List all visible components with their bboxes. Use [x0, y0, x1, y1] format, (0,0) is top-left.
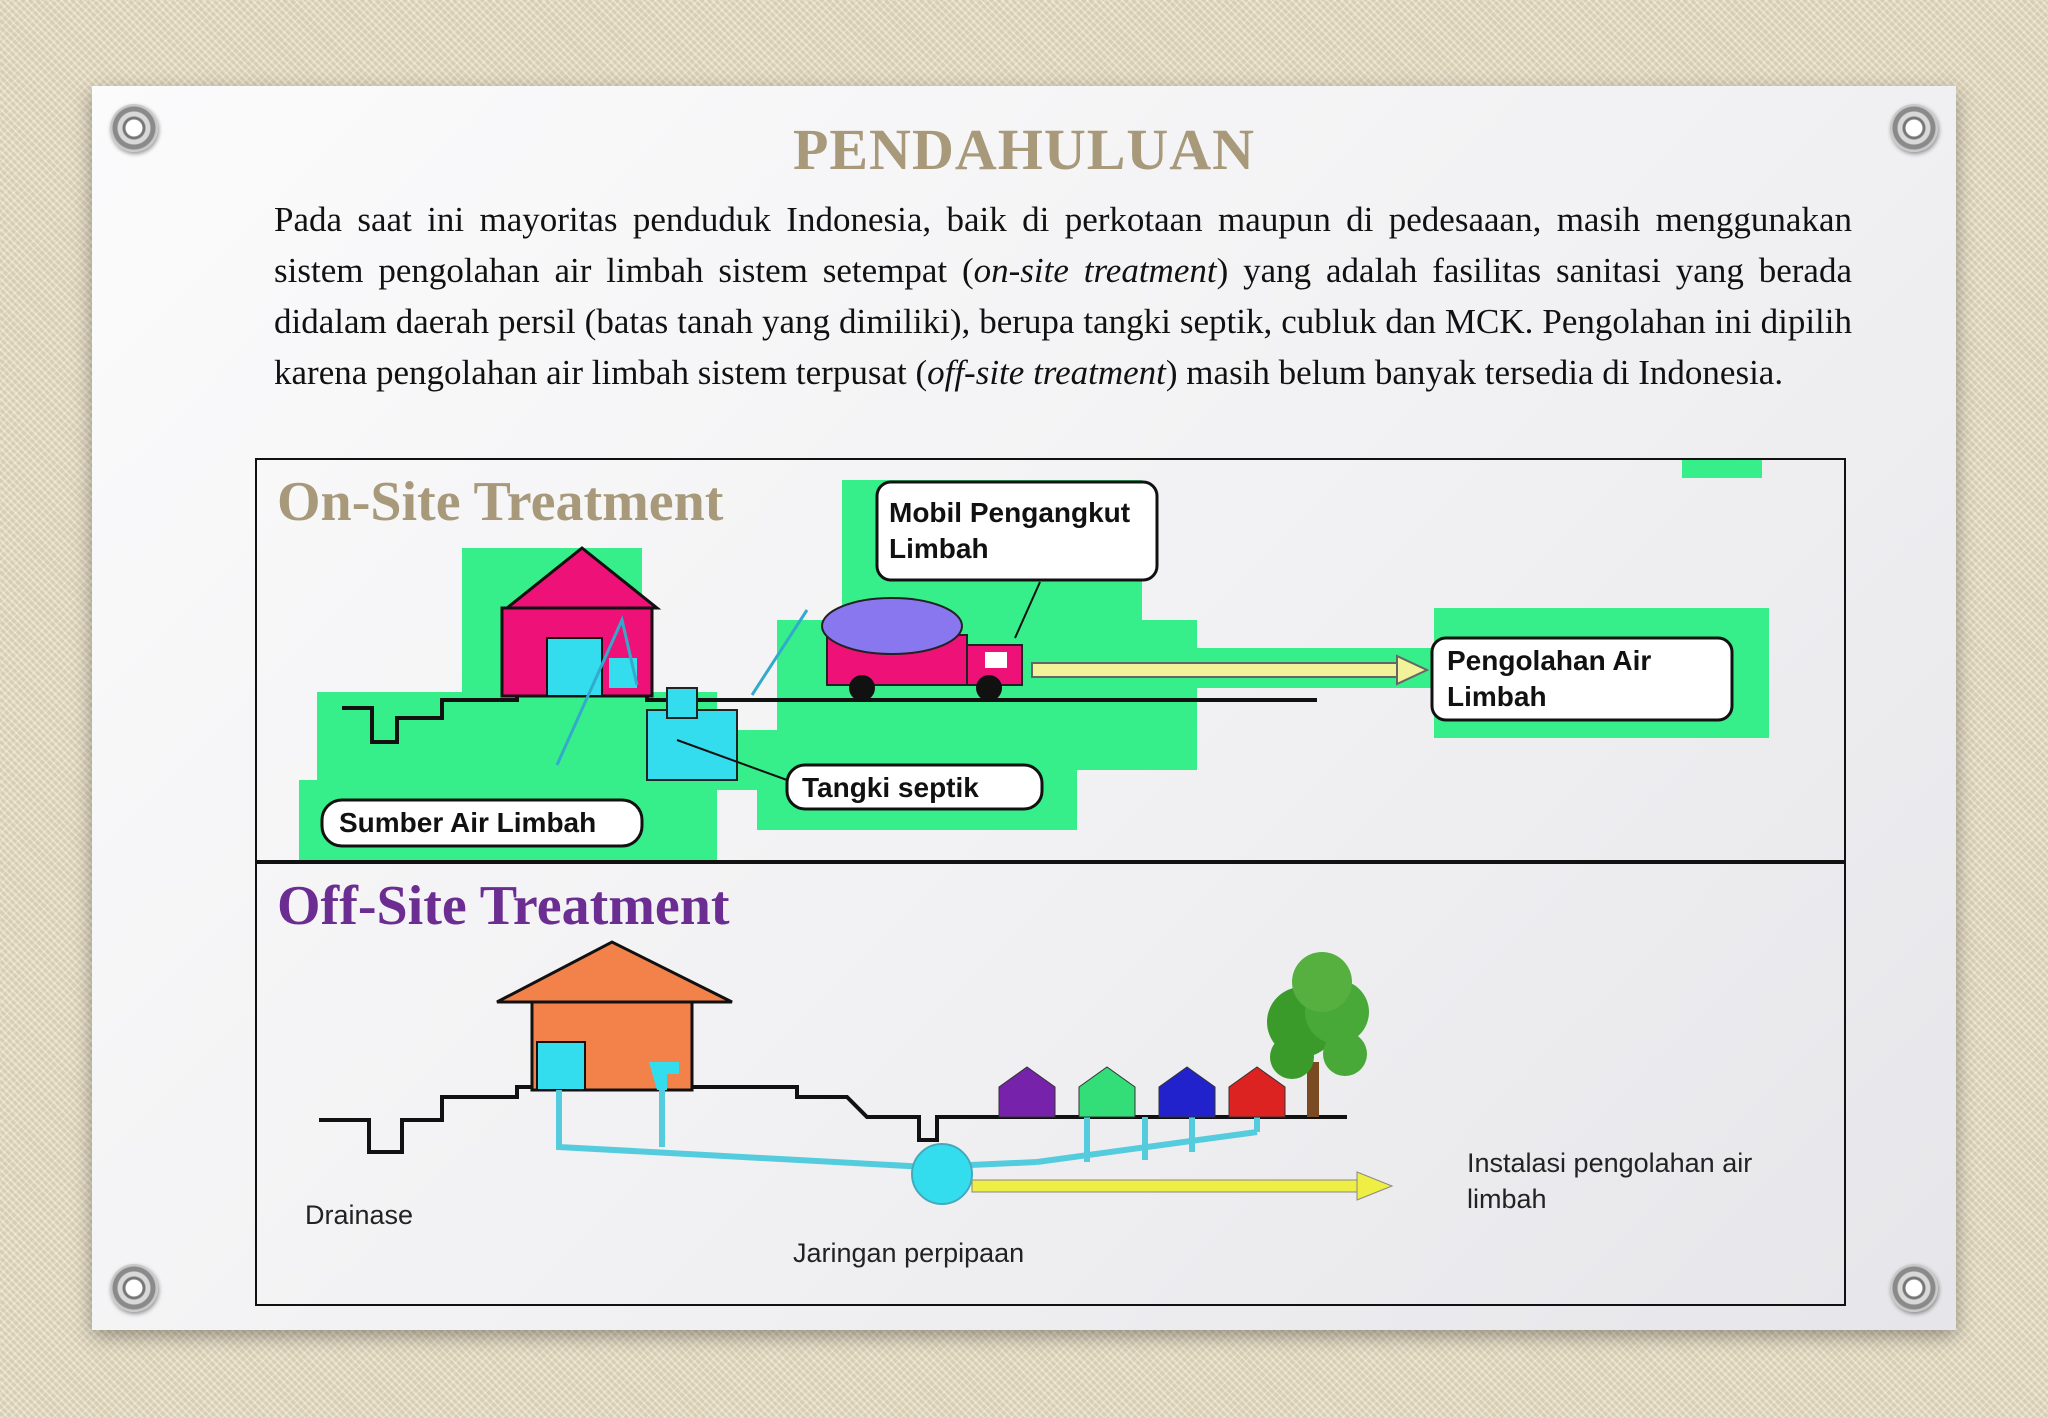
intro-paragraph: Pada saat ini mayoritas penduduk Indones…	[274, 194, 1852, 398]
rivet-top-right	[1890, 104, 1938, 152]
small-houses	[998, 1066, 1286, 1118]
paragraph-text-1: Pada saat ini mayoritas penduduk Indones…	[274, 200, 1852, 290]
onsite-panel: Mobil Pengangkut Limbah Pengolahan Air L…	[255, 458, 1846, 864]
offsite-diagram: Drainase Jaringan perpipaan Instalasi pe…	[305, 940, 1752, 1268]
slide-title: PENDAHULUAN	[792, 117, 1256, 182]
rivet-bottom-left	[110, 1264, 158, 1312]
plant-label-1: Instalasi pengolahan air	[1467, 1148, 1752, 1178]
treatment-label-1: Pengolahan Air	[1447, 645, 1651, 676]
network-label: Jaringan perpipaan	[793, 1238, 1024, 1268]
offsite-arrow	[971, 1171, 1394, 1201]
truck-label-1: Mobil Pengangkut	[889, 497, 1130, 528]
tree	[1267, 952, 1369, 1117]
truck-label-2: Limbah	[889, 533, 989, 564]
paragraph-emphasis-offsite: off-site treatment	[927, 353, 1166, 392]
onsite-title: On-Site Treatment	[277, 471, 724, 533]
offsite-house	[496, 940, 733, 1092]
offsite-title: Off-Site Treatment	[277, 875, 730, 937]
treatment-label-2: Limbah	[1447, 681, 1547, 712]
septic-label: Tangki septik	[802, 772, 979, 803]
truck	[750, 597, 1023, 701]
pipe-network	[556, 1090, 1260, 1171]
source-label: Sumber Air Limbah	[339, 807, 596, 838]
manhole	[911, 1143, 973, 1205]
rivet-bottom-right	[1890, 1264, 1938, 1312]
onsite-diagram: Mobil Pengangkut Limbah Pengolahan Air L…	[299, 460, 1769, 862]
offsite-panel: Drainase Jaringan perpipaan Instalasi pe…	[255, 860, 1846, 1306]
onsite-arrow	[1031, 654, 1430, 686]
paragraph-text-3: ) masih belum banyak tersedia di Indones…	[1165, 353, 1784, 392]
plant-label-2: limbah	[1467, 1184, 1547, 1214]
drainage-label: Drainase	[305, 1200, 413, 1230]
paragraph-emphasis-onsite: on-site treatment	[973, 251, 1217, 290]
slide: PENDAHULUAN Pada saat ini mayoritas pend…	[92, 86, 1956, 1330]
rivet-top-left	[110, 104, 158, 152]
paragraph-text-2: ) yang adalah fasilitas sanitasi yang be…	[274, 251, 1852, 392]
